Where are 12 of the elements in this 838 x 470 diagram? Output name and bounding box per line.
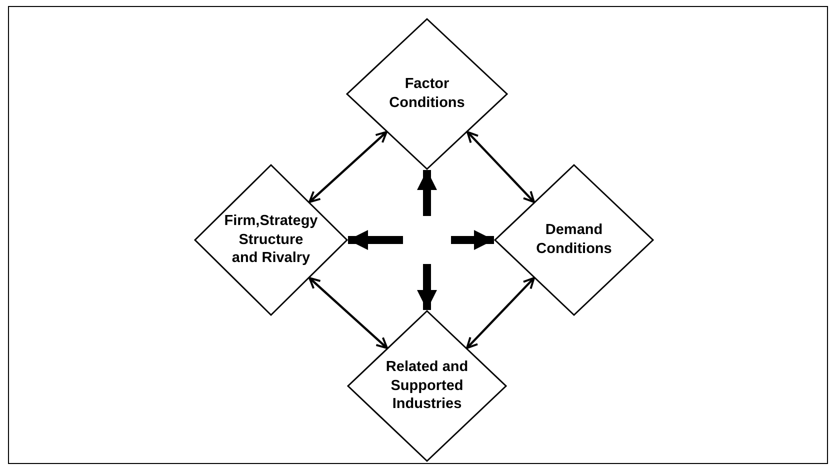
block-arrow [417, 264, 437, 310]
double-arrow [466, 131, 535, 203]
node-label: Related and Supported Industries [384, 358, 470, 414]
block-arrow [417, 170, 437, 216]
double-arrow [466, 277, 535, 349]
double-arrow [308, 277, 388, 349]
node-label: Demand Conditions [535, 221, 613, 259]
node-label: Firm,Strategy Structure and Rivalry [224, 212, 318, 268]
block-arrow [451, 230, 494, 250]
block-arrow [348, 230, 403, 250]
double-arrow [308, 131, 388, 203]
node-label: Factor Conditions [388, 75, 466, 113]
